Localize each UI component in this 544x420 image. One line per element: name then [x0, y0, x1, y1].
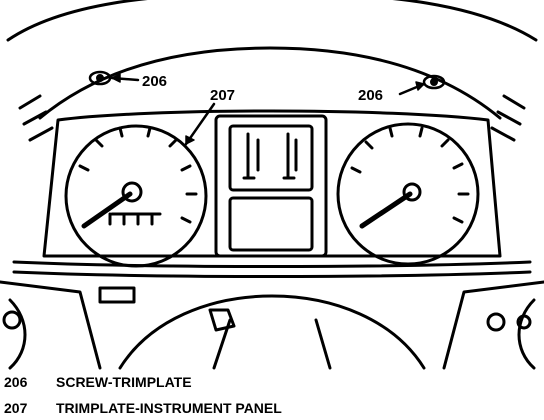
- center-upper-display: [228, 124, 314, 192]
- instrument-panel-diagram: [0, 0, 544, 370]
- leader-206-right-arrow: [415, 81, 425, 91]
- parts-legend: 206 SCREW-TRIMPLATE 207 TRIMPLATE-INSTRUME…: [0, 372, 544, 420]
- right-knee-panel: [442, 280, 544, 370]
- trimplate-frame: [42, 109, 502, 258]
- leader-206-left-arrow: [111, 73, 121, 83]
- callout-207: 207: [210, 87, 236, 104]
- speedometer-hub: [121, 181, 143, 203]
- center-lower-display: [228, 196, 314, 252]
- tachometer-ticks: [350, 126, 470, 224]
- center-display-housing: [214, 114, 328, 258]
- column-lever: [208, 308, 236, 332]
- speedometer-needle: [81, 191, 133, 229]
- speedometer-gauge: [64, 124, 208, 268]
- left-panel-knob: [2, 310, 22, 330]
- callout-206-left: 206: [142, 73, 168, 90]
- tachometer-needle: [359, 191, 413, 229]
- legend-row: 206 SCREW-TRIMPLATE: [4, 374, 192, 390]
- legend-description: SCREW-TRIMPLATE: [56, 374, 192, 390]
- right-vent-slat: [490, 94, 526, 142]
- legend-row: 207 TRIMPLATE-INSTRUMENT PANEL: [4, 400, 282, 416]
- dash-lower-edge-2: [12, 270, 532, 278]
- right-panel-knob-2: [516, 314, 532, 330]
- screw-left: [88, 70, 112, 86]
- speedometer-ticks: [78, 126, 198, 224]
- steering-wheel-rim: [118, 294, 426, 370]
- fuel-indicator: [242, 132, 260, 180]
- right-panel-knob-1: [486, 312, 506, 332]
- legend-description: TRIMPLATE-INSTRUMENT PANEL: [56, 400, 282, 416]
- column-bracket: [98, 286, 136, 304]
- legend-number: 206: [4, 374, 28, 390]
- screw-right: [422, 74, 446, 90]
- dash-lower-edge: [12, 260, 532, 268]
- legend-number: 207: [4, 400, 28, 416]
- tachometer-hub: [402, 182, 422, 202]
- leader-207-arrow: [185, 135, 195, 145]
- leader-207: [184, 102, 216, 146]
- dash-outer-arc: [6, 0, 538, 42]
- odometer-digits: [108, 212, 162, 226]
- left-vent-slat: [18, 94, 54, 142]
- left-knee-panel: [0, 280, 102, 370]
- temp-indicator: [282, 132, 298, 180]
- callout-206-right: 206: [358, 87, 384, 104]
